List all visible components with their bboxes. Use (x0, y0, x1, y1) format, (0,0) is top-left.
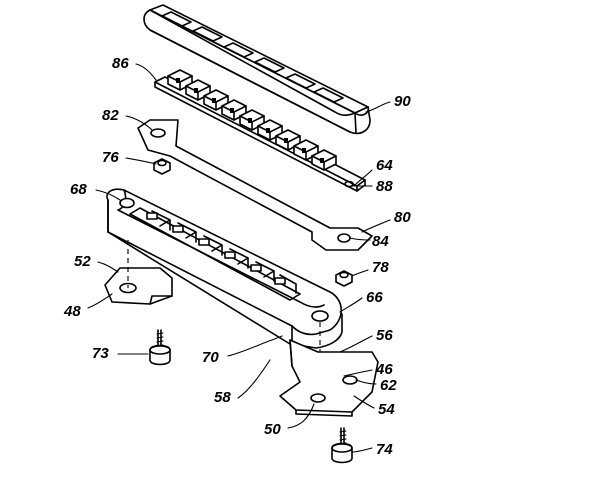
label-82: 82 (102, 107, 119, 124)
nut-76 (153, 158, 171, 175)
label-74: 74 (376, 441, 393, 458)
label-46: 46 (375, 361, 393, 378)
label-56: 56 (376, 327, 393, 344)
reference-numerals: 90 86 82 76 64 88 68 80 84 52 78 48 66 7… (63, 55, 411, 458)
label-58: 58 (214, 389, 231, 406)
key-switches (167, 69, 337, 171)
label-70: 70 (202, 349, 219, 366)
cover-windows (161, 11, 344, 103)
label-50: 50 (264, 421, 281, 438)
label-64: 64 (376, 157, 393, 174)
label-68: 68 (70, 181, 87, 198)
label-62: 62 (380, 377, 397, 394)
screw-74 (331, 427, 353, 464)
label-66: 66 (366, 289, 383, 306)
nut-78 (335, 270, 353, 287)
frame-housing (104, 188, 343, 400)
gasket-plate (137, 119, 373, 251)
label-86: 86 (112, 55, 129, 72)
label-78: 78 (372, 259, 389, 276)
top-cover-bar (143, 4, 371, 135)
label-88: 88 (376, 178, 393, 195)
label-52: 52 (74, 253, 91, 270)
label-54: 54 (378, 401, 395, 418)
label-90: 90 (394, 93, 411, 110)
leader-lines (87, 63, 391, 453)
label-73: 73 (92, 345, 109, 362)
lower-bracket (279, 339, 379, 417)
label-48: 48 (63, 303, 81, 320)
switch-board-assembly (154, 69, 366, 192)
frame-cells (146, 210, 297, 294)
screw-73 (149, 329, 171, 366)
label-76: 76 (102, 149, 119, 166)
label-80: 80 (394, 209, 411, 226)
label-84: 84 (372, 233, 389, 250)
